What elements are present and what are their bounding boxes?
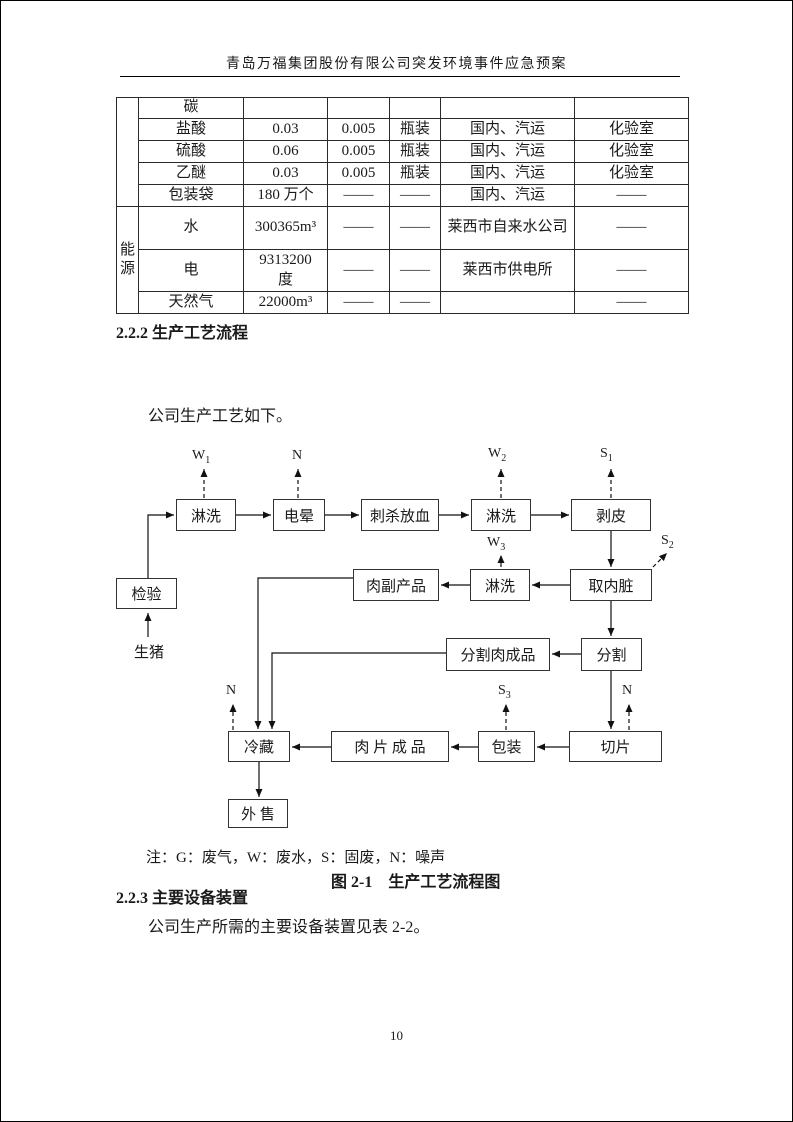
flow-box-cut-meat-product: 分割肉成品 xyxy=(446,638,550,671)
flow-box-skinning: 剥皮 xyxy=(571,499,651,531)
flow-box-cutting: 分割 xyxy=(581,638,642,671)
table-row: 能源 水 300365m³ —— —— 莱西市自来水公司 —— xyxy=(116,206,689,314)
flow-box-meat-slice-product: 肉 片 成 品 xyxy=(331,731,449,762)
table-cell-energy: 能源 xyxy=(116,206,139,314)
table-cell: 乙醚 xyxy=(138,162,244,185)
header-rule xyxy=(120,76,680,77)
flow-box-meat-byproduct: 肉副产品 xyxy=(353,569,439,601)
table-cell: 瓶装 xyxy=(389,140,441,163)
flow-box-electric-stun: 电晕 xyxy=(273,499,325,531)
table-cell: —— xyxy=(327,291,390,314)
table-cell: 天然气 xyxy=(138,291,244,314)
table-row: 硫酸 0.06 0.005 瓶装 国内、汽运 化验室 xyxy=(117,140,689,163)
table-cell: —— xyxy=(574,249,689,292)
table-cell: —— xyxy=(389,291,441,314)
table-cell: —— xyxy=(574,291,689,314)
table-cell: 国内、汽运 xyxy=(440,184,575,207)
flow-box-stick-bleed: 刺杀放血 xyxy=(361,499,439,531)
table-row: 乙醚 0.03 0.005 瓶装 国内、汽运 化验室 xyxy=(117,162,689,185)
flow-box-evisceration: 取内脏 xyxy=(570,569,652,601)
page-number: 10 xyxy=(390,1028,403,1043)
figure-caption: 图 2-1 生产工艺流程图 xyxy=(331,874,501,891)
table-cell: 化验室 xyxy=(574,162,689,185)
table-cell: 莱西市自来水公司 xyxy=(440,206,575,250)
table-row: 电 9313200 度 —— —— 莱西市供电所 —— xyxy=(117,249,689,292)
flow-box-external-sale: 外 售 xyxy=(228,799,288,828)
emission-label-n2: N xyxy=(622,683,633,698)
emission-label-s3: S3 xyxy=(498,683,511,701)
table-cell: —— xyxy=(574,206,689,250)
body-paragraph: 公司生产所需的主要设备装置见表 2-2。 xyxy=(148,919,430,936)
flow-box-slicing: 切片 xyxy=(569,731,662,762)
section-heading-2-2-3: 2.2.3 主要设备装置 xyxy=(116,890,249,907)
emission-label-w3: W3 xyxy=(487,535,506,553)
flow-source-live-pig: 生猪 xyxy=(134,645,165,661)
table-cell: —— xyxy=(327,206,390,250)
flow-box-inspection: 检验 xyxy=(116,578,177,609)
flowchart-legend-note: 注：G：废气，W：废水，S：固废，N：噪声 xyxy=(146,850,446,866)
table-cell: 化验室 xyxy=(574,118,689,141)
table-row: 盐酸 0.03 0.005 瓶装 国内、汽运 化验室 xyxy=(117,118,689,141)
document-header-title: 青岛万福集团股份有限公司突发环境事件应急预案 xyxy=(226,57,567,72)
flow-box-cold-storage: 冷藏 xyxy=(228,731,290,762)
emission-label-w2: W2 xyxy=(488,446,507,464)
section-heading-2-2-2: 2.2.2 生产工艺流程 xyxy=(116,325,249,342)
table-row: 天然气 22000m³ —— —— —— xyxy=(117,291,689,314)
materials-energy-table: 碳 盐酸 0.03 0.005 瓶装 国内、汽运 化验室 硫酸 0.06 0.0… xyxy=(116,97,689,314)
table-cell: 180 万个 xyxy=(243,184,328,207)
flow-box-rinse-1: 淋洗 xyxy=(176,499,236,531)
emission-label-n3: N xyxy=(226,683,237,698)
table-cell: 22000m³ xyxy=(243,291,328,314)
emission-label-w1: W1 xyxy=(192,448,211,466)
table-cell: 0.005 xyxy=(327,140,390,163)
flow-box-packaging: 包装 xyxy=(478,731,535,762)
table-cell: —— xyxy=(327,249,390,292)
emission-label-s2: S2 xyxy=(661,533,674,551)
intro-paragraph: 公司生产工艺如下。 xyxy=(148,408,293,425)
table-cell: 国内、汽运 xyxy=(440,118,575,141)
flow-box-rinse-3: 淋洗 xyxy=(470,569,530,601)
table-cell: —— xyxy=(327,184,390,207)
table-row: 碳 xyxy=(116,97,689,207)
table-cell: 300365m³ xyxy=(243,206,328,250)
flow-box-rinse-2: 淋洗 xyxy=(471,499,531,531)
emission-label-s1: S1 xyxy=(600,446,613,464)
emission-label-n1: N xyxy=(292,448,303,463)
table-row: 包装袋 180 万个 —— —— 国内、汽运 —— xyxy=(117,184,689,207)
